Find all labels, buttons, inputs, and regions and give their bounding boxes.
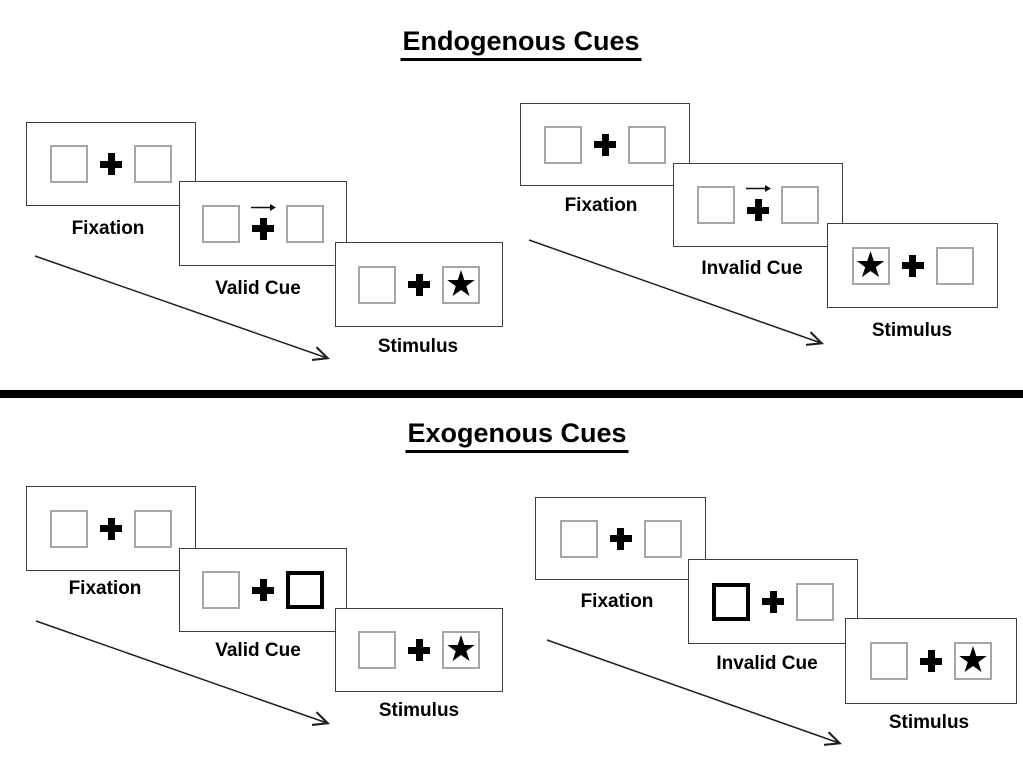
left-box [202, 571, 240, 609]
right-box-bold-cue [286, 571, 324, 609]
panel-exogenous-invalid-stimulus: ★ [845, 618, 1017, 704]
timeline-arrow [35, 620, 345, 737]
panel-endogenous-valid-stimulus: ★ [335, 242, 503, 327]
plus-icon [901, 254, 924, 277]
plus-icon [100, 153, 122, 175]
panel-endogenous-valid-fixation [26, 122, 196, 206]
panel-label: Invalid Cue [701, 258, 803, 279]
plus-icon [609, 527, 632, 550]
star-icon: ★ [444, 262, 478, 304]
plus-icon [100, 517, 122, 540]
plus-icon [408, 273, 430, 296]
panel-exogenous-valid-fixation [26, 486, 196, 571]
fixation-cross [100, 517, 122, 540]
fixation-cross [609, 527, 632, 550]
left-box [544, 125, 582, 164]
section-title-endogenous: Endogenous Cues [400, 26, 642, 61]
timeline-arrow [528, 239, 839, 357]
right-box [286, 204, 324, 243]
plus-icon [408, 639, 430, 661]
timeline-arrow [34, 255, 345, 372]
fixation-cross [408, 639, 430, 661]
section-title-exogenous: Exogenous Cues [405, 418, 629, 453]
right-arrow-icon [251, 203, 276, 211]
right-box [935, 246, 974, 285]
right-box: ★ [954, 642, 992, 680]
panel-label: Fixation [580, 591, 654, 612]
panel-label: Fixation [71, 218, 145, 239]
panel-label: Stimulus [377, 336, 459, 357]
fixation-cross [746, 185, 771, 221]
left-box: ★ [851, 243, 890, 285]
fixation-cross [594, 133, 616, 156]
plus-icon [762, 590, 784, 613]
panel-label: Stimulus [871, 320, 953, 341]
left-box [50, 509, 88, 548]
star-icon: ★ [956, 639, 990, 680]
right-box [781, 186, 819, 224]
star-icon: ★ [444, 628, 478, 669]
plus-icon [252, 217, 274, 240]
left-box [870, 642, 908, 680]
panel-endogenous-valid-cue [179, 181, 347, 266]
plus-icon [252, 579, 274, 601]
left-box-bold-cue [712, 582, 750, 621]
panel-label: Fixation [564, 195, 638, 216]
fixation-cross [901, 254, 924, 277]
panel-label: Stimulus [378, 700, 460, 721]
right-box: ★ [442, 631, 480, 669]
panel-endogenous-invalid-stimulus: ★ [827, 223, 998, 308]
panel-label: Valid Cue [215, 640, 301, 661]
right-box: ★ [442, 262, 480, 304]
fixation-cross [920, 650, 942, 672]
fixation-cross [762, 590, 784, 613]
panel-label: Valid Cue [215, 278, 301, 299]
section-divider [0, 390, 1023, 398]
panel-label: Invalid Cue [716, 653, 818, 674]
panel-exogenous-valid-stimulus: ★ [335, 608, 503, 692]
left-box [559, 519, 598, 558]
left-box [50, 145, 88, 183]
plus-icon [747, 199, 769, 221]
left-box [697, 186, 735, 224]
panel-label: Fixation [68, 578, 142, 599]
panel-endogenous-invalid-cue [673, 163, 843, 247]
right-arrow-icon [746, 185, 771, 192]
right-box [796, 582, 834, 621]
plus-icon [594, 133, 616, 156]
fixation-cross [252, 579, 274, 601]
right-box [628, 125, 666, 164]
timeline-arrow [546, 639, 857, 757]
right-box [643, 519, 682, 558]
left-box [202, 204, 240, 243]
panel-label: Stimulus [888, 712, 970, 733]
fixation-cross [251, 203, 276, 240]
panel-exogenous-invalid-fixation [535, 497, 706, 580]
fixation-cross [100, 153, 122, 175]
right-box [134, 145, 172, 183]
panel-exogenous-valid-cue [179, 548, 347, 632]
fixation-cross [408, 273, 430, 296]
panel-endogenous-invalid-fixation [520, 103, 690, 186]
right-box [134, 509, 172, 548]
left-box [358, 265, 396, 304]
plus-icon [920, 650, 942, 672]
panel-exogenous-invalid-cue [688, 559, 858, 644]
left-box [358, 631, 396, 669]
star-icon: ★ [854, 243, 887, 285]
